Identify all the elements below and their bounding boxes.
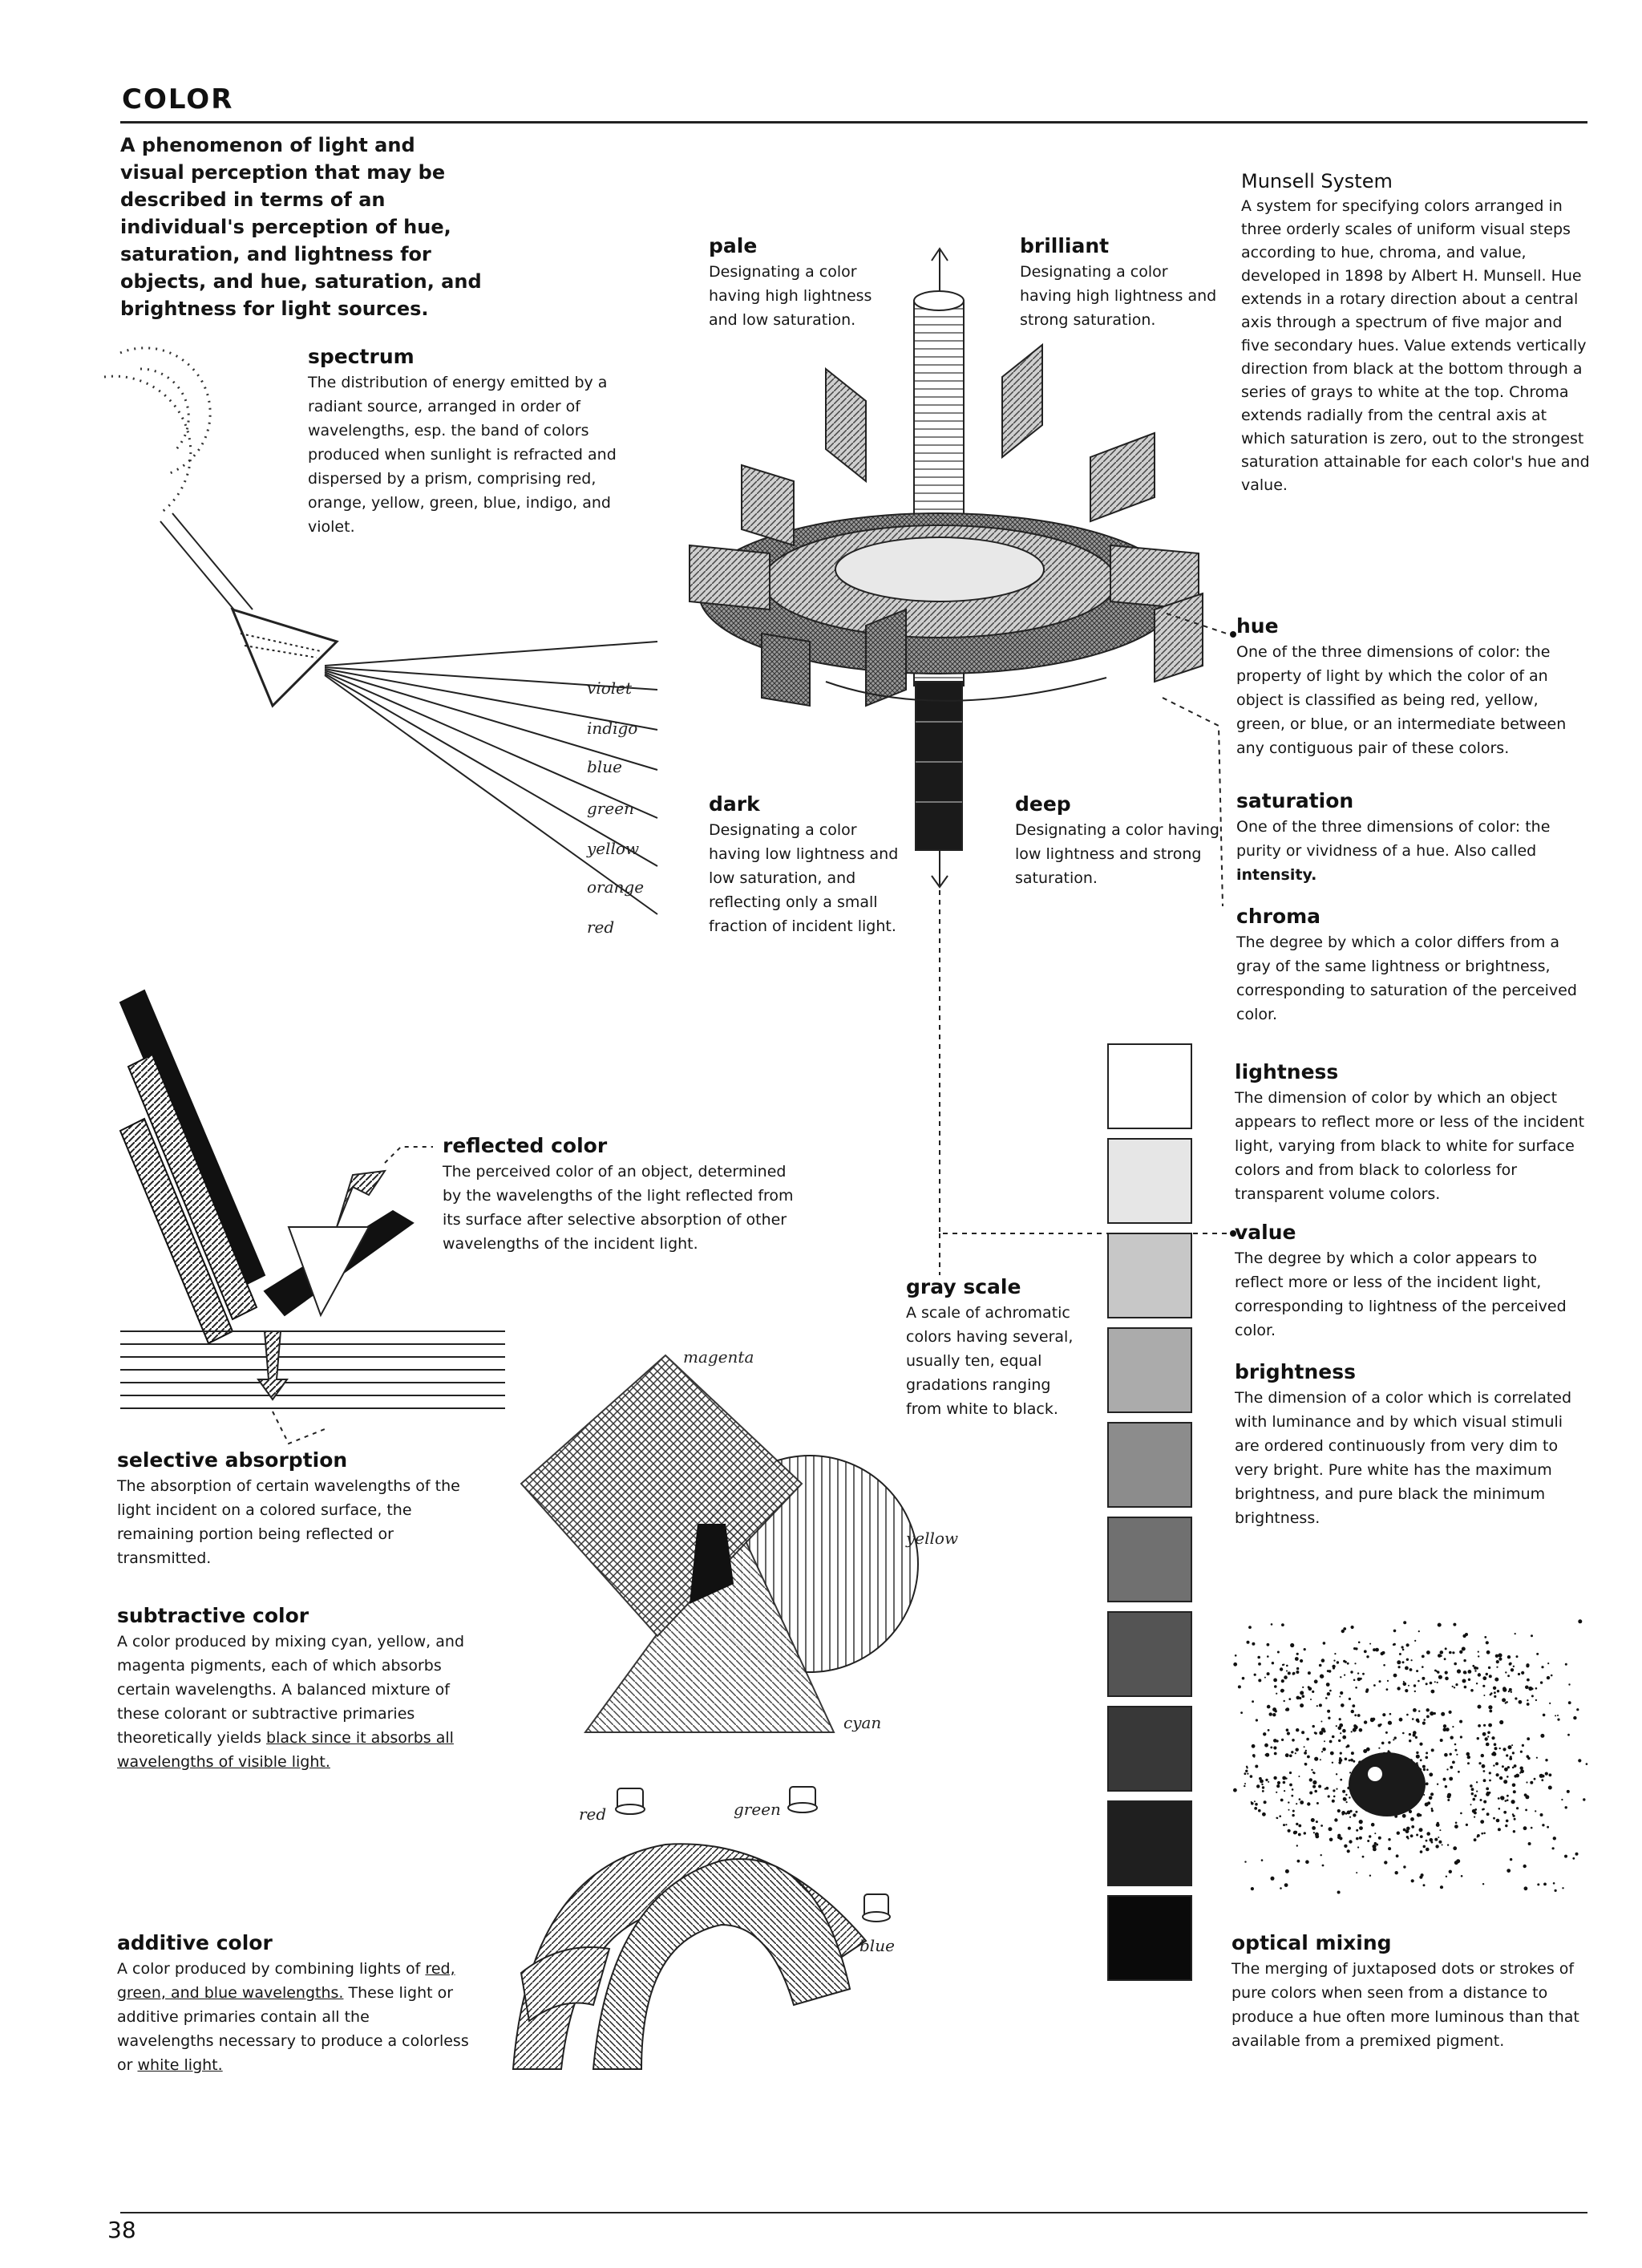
optical-def: The merging of juxtaposed dots or stroke… [1232, 1957, 1592, 2053]
iris-icon [1349, 1752, 1426, 1816]
spotlight-blue-icon [863, 1894, 890, 1922]
additive-term: additive color [117, 1931, 470, 1954]
additive-def: A color produced by combining lights of … [117, 1957, 470, 2077]
footer-rule [120, 2212, 1587, 2213]
additive-label-green: green [734, 1800, 781, 1819]
spotlight-green-icon [788, 1787, 817, 1812]
entry-additive: additive color A color produced by combi… [117, 1931, 470, 2077]
entry-optical: optical mixing The merging of juxtaposed… [1232, 1931, 1592, 2053]
page-number: 38 [107, 2217, 136, 2243]
optical-term: optical mixing [1232, 1931, 1592, 1954]
stippled-eye-figure [1235, 1620, 1587, 1893]
additive-def-underlined-2: white light. [137, 2056, 222, 2074]
spotlight-red-icon [616, 1788, 645, 1814]
additive-def-text-1: A color produced by combining lights of [117, 1960, 420, 1978]
additive-label-blue: blue [859, 1936, 895, 1955]
additive-label-red: red [579, 1804, 606, 1824]
